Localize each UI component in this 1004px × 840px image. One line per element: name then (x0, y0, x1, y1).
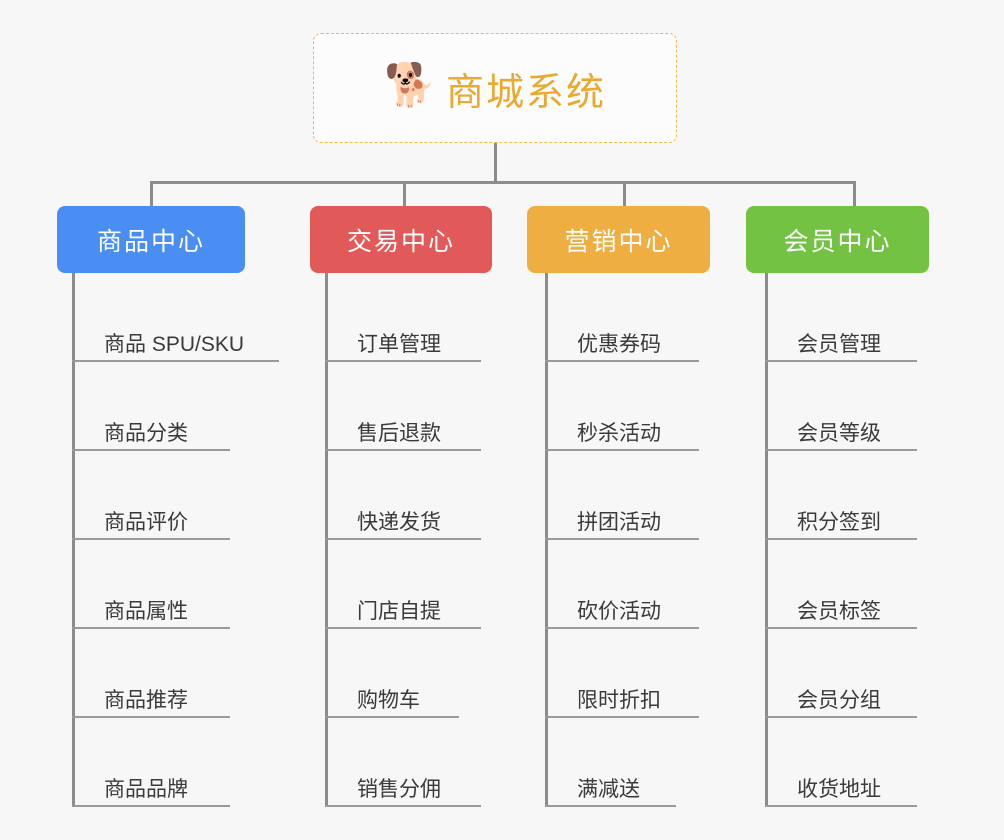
leaf-node[interactable]: 快递发货 (325, 451, 481, 540)
leaf-node-label: 会员管理 (797, 332, 881, 356)
leaf-node[interactable]: 砍价活动 (545, 540, 699, 629)
branch-drop-connector-1 (150, 181, 153, 208)
leaf-node-label: 积分签到 (797, 510, 881, 534)
leaf-node[interactable]: 门店自提 (325, 540, 481, 629)
leaf-node-label: 订单管理 (357, 332, 441, 356)
shiba-dog-face-icon: 🐕 (383, 61, 437, 108)
leaf-node-label: 销售分佣 (357, 777, 441, 801)
branch-spine (325, 273, 328, 807)
leaf-node[interactable]: 满减送 (545, 718, 676, 807)
leaf-node[interactable]: 商品推荐 (72, 629, 230, 718)
leaf-node-label: 商品品牌 (104, 777, 188, 801)
leaf-node-label: 商品属性 (104, 599, 188, 623)
leaf-node-label: 商品推荐 (104, 688, 188, 712)
leaf-node[interactable]: 会员标签 (765, 540, 917, 629)
leaf-node-label: 优惠券码 (577, 332, 661, 356)
leaf-node-label: 收货地址 (797, 777, 881, 801)
leaf-node[interactable]: 商品 SPU/SKU (72, 273, 279, 362)
branch-bus-connector (150, 181, 856, 184)
branch-node-label: 会员中心 (783, 227, 892, 256)
leaf-node-label: 满减送 (577, 777, 640, 801)
branch-node-1[interactable]: 商品中心 (57, 206, 245, 273)
leaf-node-label: 购物车 (357, 688, 420, 712)
leaf-node[interactable]: 收货地址 (765, 718, 917, 807)
branch-node-2[interactable]: 交易中心 (310, 206, 492, 273)
leaf-node[interactable]: 会员分组 (765, 629, 917, 718)
leaf-node-label: 商品分类 (104, 421, 188, 445)
branch-node-label: 交易中心 (346, 227, 455, 256)
branch-drop-connector-4 (853, 181, 856, 208)
leaf-node[interactable]: 优惠券码 (545, 273, 699, 362)
leaf-node-label: 快递发货 (357, 510, 441, 534)
leaf-node[interactable]: 订单管理 (325, 273, 481, 362)
leaf-node[interactable]: 商品评价 (72, 451, 230, 540)
leaf-node[interactable]: 会员管理 (765, 273, 917, 362)
leaf-node-label: 售后退款 (357, 421, 441, 445)
leaf-node-label: 砍价活动 (577, 599, 661, 623)
root-title: 商城系统 (445, 71, 606, 114)
branch-spine (72, 273, 75, 807)
leaf-node[interactable]: 限时折扣 (545, 629, 699, 718)
leaf-node[interactable]: 销售分佣 (325, 718, 481, 807)
root-node[interactable]: 🐕 商城系统 (313, 33, 677, 143)
branch-drop-connector-2 (403, 181, 406, 208)
branch-spine (545, 273, 548, 807)
leaf-node[interactable]: 售后退款 (325, 362, 481, 451)
leaf-node[interactable]: 拼团活动 (545, 451, 699, 540)
leaf-node[interactable]: 商品品牌 (72, 718, 230, 807)
branch-node-label: 商品中心 (96, 227, 205, 256)
leaf-node-label: 会员分组 (797, 688, 881, 712)
leaf-node-label: 会员等级 (797, 421, 881, 445)
leaf-node-label: 秒杀活动 (577, 421, 661, 445)
leaf-node[interactable]: 商品分类 (72, 362, 230, 451)
leaf-node[interactable]: 积分签到 (765, 451, 917, 540)
branch-drop-connector-3 (623, 181, 626, 208)
branch-node-label: 营销中心 (564, 227, 673, 256)
leaf-node-label: 门店自提 (357, 599, 441, 623)
leaf-node[interactable]: 商品属性 (72, 540, 230, 629)
leaf-node[interactable]: 秒杀活动 (545, 362, 699, 451)
root-stem-connector (494, 143, 497, 183)
branch-node-4[interactable]: 会员中心 (746, 206, 929, 273)
leaf-node[interactable]: 购物车 (325, 629, 459, 718)
branch-node-3[interactable]: 营销中心 (527, 206, 710, 273)
branch-spine (765, 273, 768, 807)
leaf-node[interactable]: 会员等级 (765, 362, 917, 451)
leaf-node-label: 拼团活动 (577, 510, 661, 534)
leaf-node-label: 会员标签 (797, 599, 881, 623)
leaf-node-label: 商品评价 (104, 510, 188, 534)
leaf-node-label: 商品 SPU/SKU (104, 332, 245, 356)
leaf-node-label: 限时折扣 (577, 688, 661, 712)
